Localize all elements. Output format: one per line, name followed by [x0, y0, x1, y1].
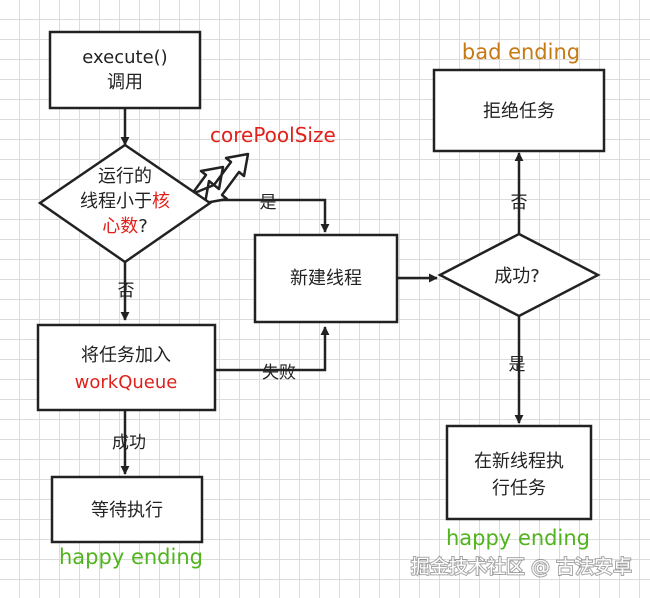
reject-box: [432, 68, 606, 153]
success-diamond: [437, 232, 601, 318]
edge-decision-yes-to-new-thread: [210, 198, 330, 233]
edge-label-no-core: 否: [118, 281, 135, 301]
edge-label-yes-success: 是: [509, 355, 526, 375]
wait-label: 等待执行: [91, 500, 163, 521]
decision-core-line3-red: 心数: [102, 216, 138, 237]
decision-core-line2: 线程小于核: [80, 191, 170, 212]
success-question-label: 成功?: [494, 266, 540, 287]
execute-box: [48, 30, 202, 110]
reject-label: 拒绝任务: [483, 101, 555, 122]
execute-label-line2: 调用: [107, 72, 143, 93]
edge-label-success-wait: 成功: [112, 433, 146, 453]
wait-box: [50, 475, 204, 544]
new-thread-box: [253, 233, 399, 324]
bad-ending-label: bad ending: [462, 40, 580, 64]
happy-ending-right-label: happy ending: [446, 526, 590, 550]
decision-core-line3: 心数?: [102, 216, 148, 237]
run-in-new-thread-line2: 行任务: [492, 478, 546, 499]
execute-label-line1: execute(): [82, 47, 167, 68]
edge-enqueue-fail-to-new-thread: [215, 326, 330, 372]
core-pool-size-label: corePoolSize: [210, 123, 336, 147]
edge-label-fail: 失败: [262, 363, 296, 383]
decision-core-line1: 运行的: [98, 166, 152, 187]
connectors: [120, 108, 524, 475]
decision-core-line2-red: 核: [152, 191, 170, 212]
decision-core-diamond: [37, 143, 213, 264]
decision-core-line3-post: ?: [138, 216, 148, 237]
edge-label-yes-core: 是: [260, 193, 277, 213]
enqueue-box: [36, 323, 217, 412]
run-in-new-thread-box: [445, 424, 593, 521]
new-thread-label: 新建线程: [290, 268, 362, 289]
decision-core-line2-pre: 线程小于: [80, 191, 152, 212]
core-pool-double-arrow: [190, 152, 250, 205]
enqueue-label-line2: workQueue: [75, 372, 178, 393]
run-in-new-thread-line1: 在新线程执: [474, 451, 564, 472]
happy-ending-left-label: happy ending: [59, 545, 203, 569]
edge-label-no-success: 否: [511, 193, 528, 213]
enqueue-label-line1: 将任务加入: [81, 345, 171, 366]
watermark: 掘金技术社区 @ 古法安卓: [411, 556, 632, 578]
